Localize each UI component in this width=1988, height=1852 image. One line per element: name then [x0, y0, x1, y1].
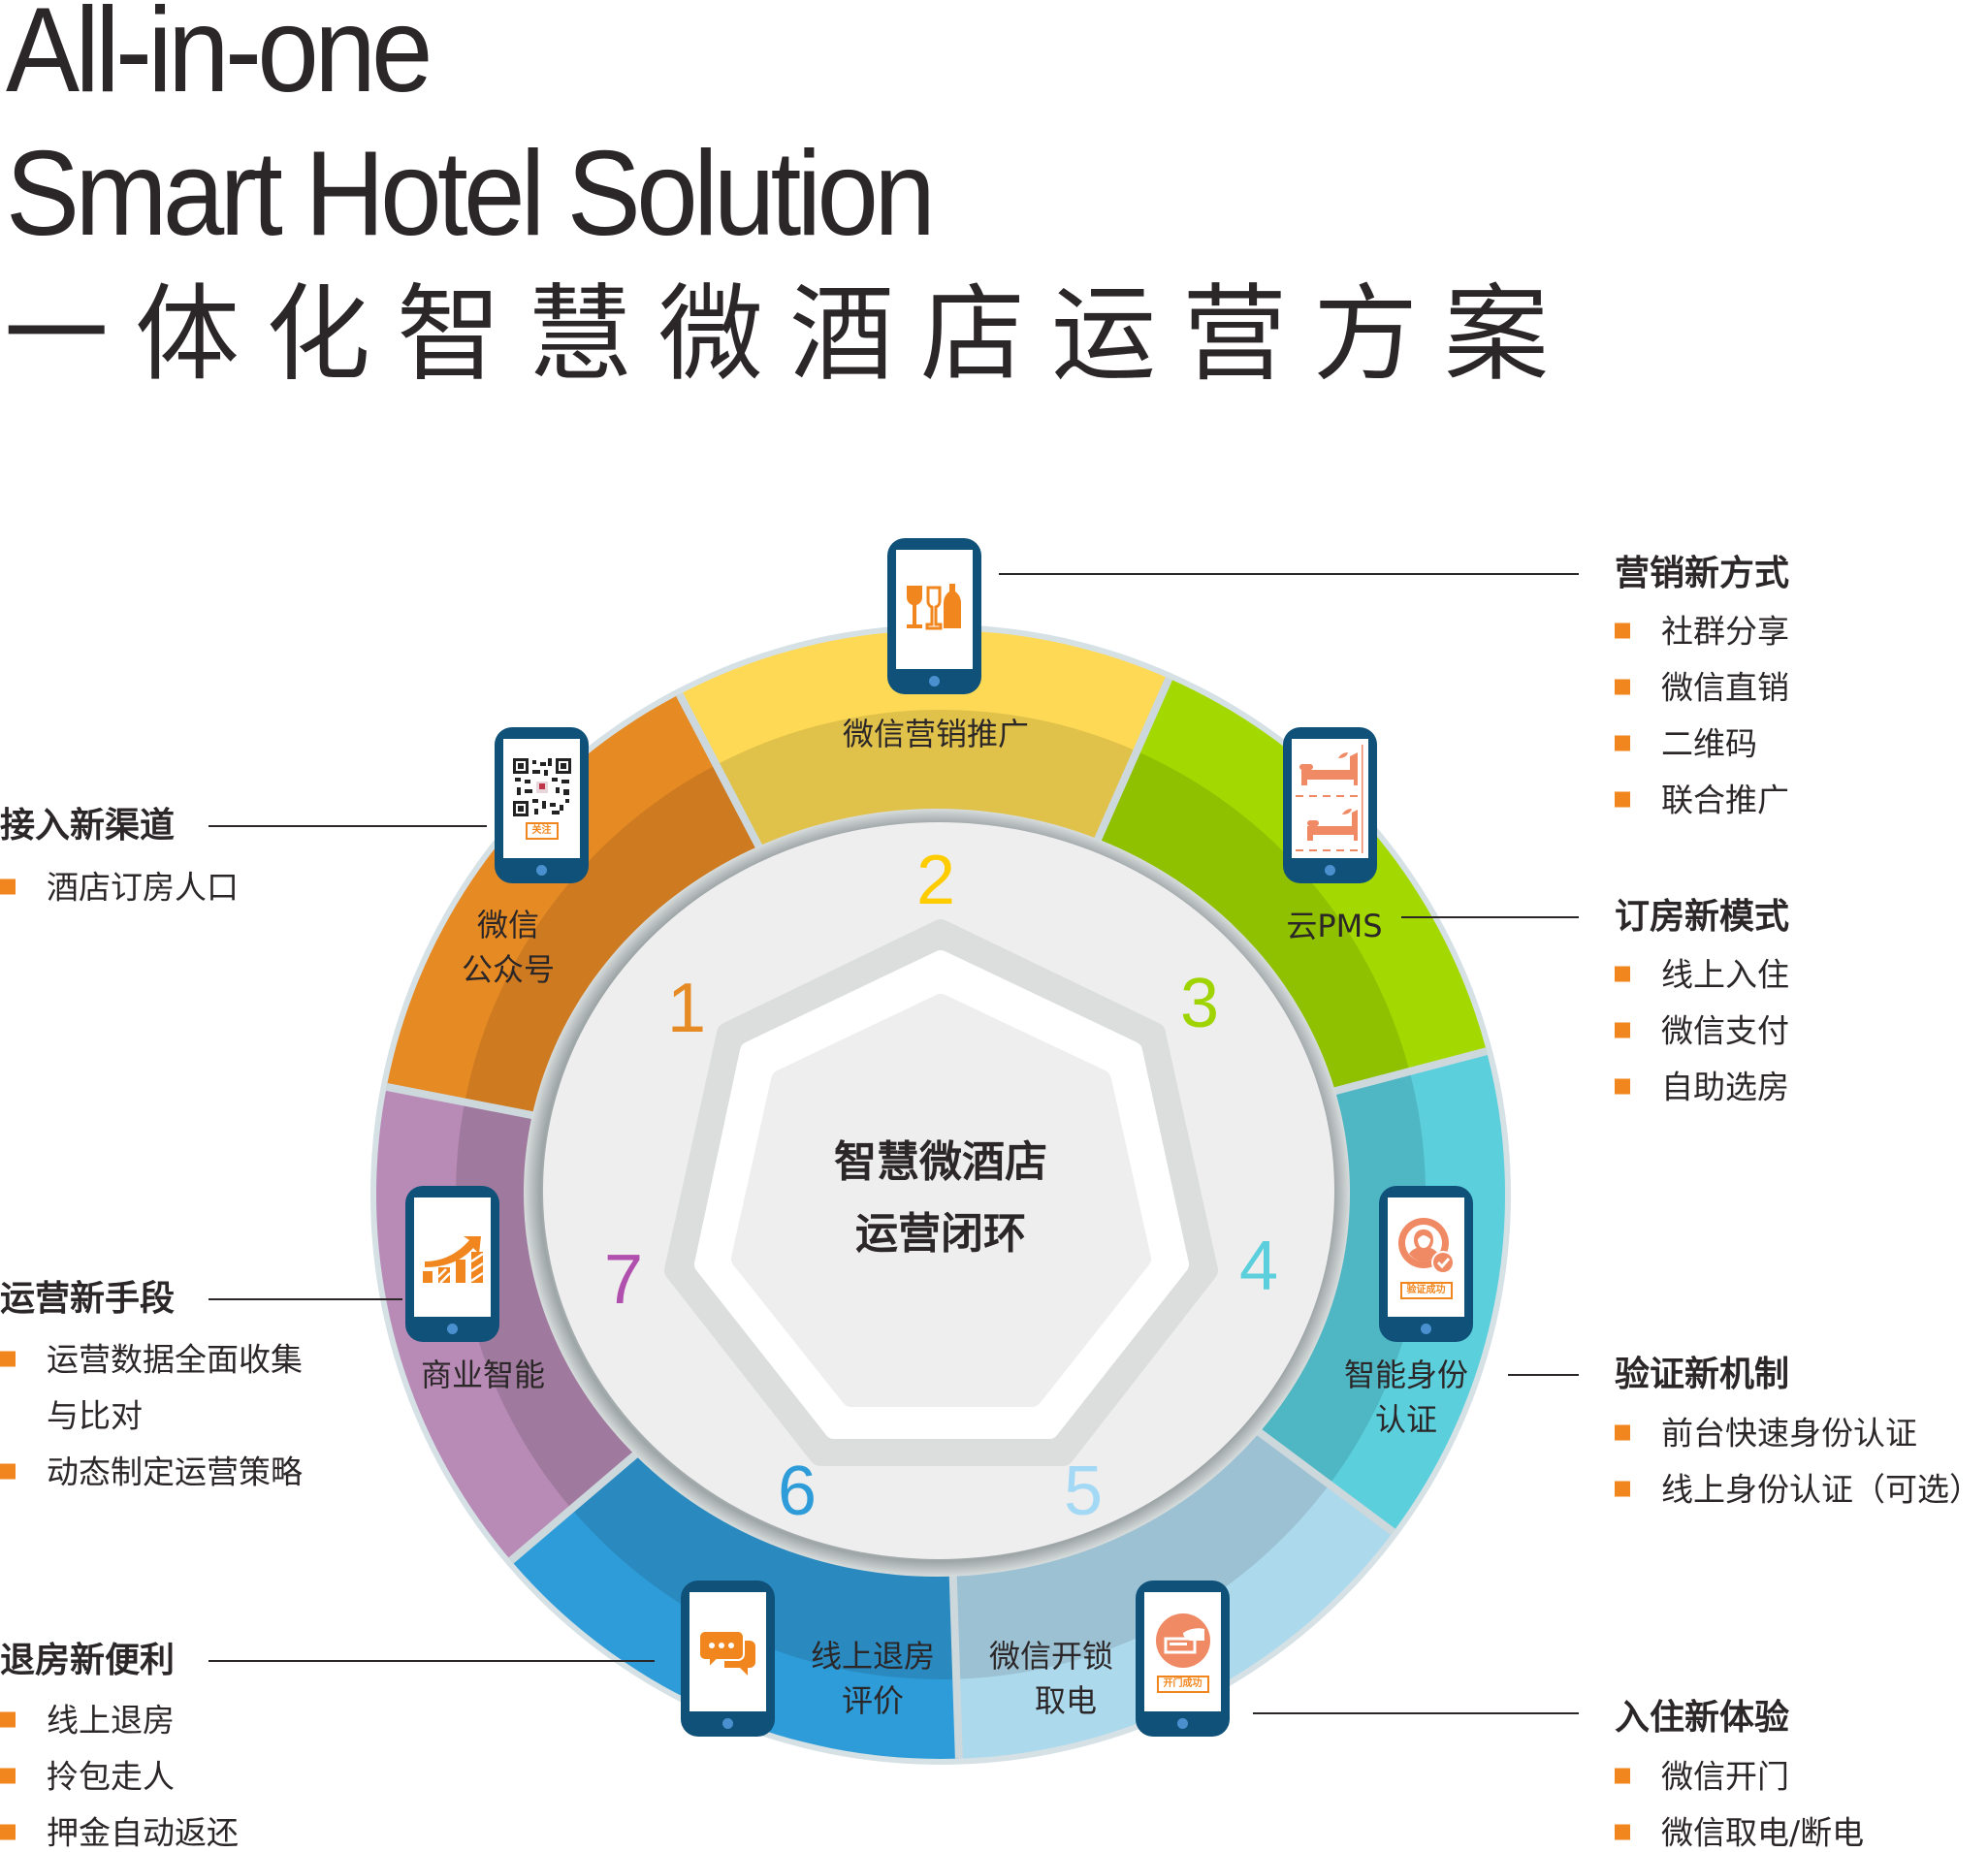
segment-number-6: 6	[777, 1453, 818, 1530]
segment-label-2: 微信营销推广	[842, 716, 1030, 752]
bullet-icon	[1615, 1078, 1630, 1094]
segment-label-1: 微信 公众号	[461, 907, 556, 988]
segment-number-1: 1	[666, 970, 707, 1047]
phone-identity: 验证成功	[1379, 1186, 1473, 1342]
heptagon-inner	[731, 994, 1151, 1407]
bullet-icon	[0, 1463, 16, 1479]
bullet-icon	[1615, 735, 1630, 750]
phone-pms	[1283, 727, 1377, 883]
group-heading: 接入新渠道	[0, 806, 176, 846]
list-item: 拎包走人	[0, 1761, 175, 1793]
segment-number-4: 4	[1238, 1228, 1279, 1305]
group-heading: 退房新便利	[0, 1641, 176, 1680]
phone-wine-promo	[887, 538, 981, 694]
bullet-icon	[1615, 623, 1630, 638]
list-item: 前台快速身份认证	[1615, 1418, 1917, 1450]
phone-qr-code: 关注	[495, 727, 589, 883]
list-item: 线上入住	[1615, 959, 1789, 991]
connector-operations	[208, 1298, 402, 1300]
group-heading: 入住新体验	[1615, 1698, 1790, 1738]
list-item: 微信开门	[1615, 1761, 1789, 1793]
connector-marketing	[999, 573, 1579, 575]
list-item: 联合推广	[1615, 784, 1789, 816]
group-heading: 运营新手段	[0, 1279, 176, 1319]
list-item: 微信取电/断电	[1615, 1817, 1864, 1849]
bullet-icon	[1615, 966, 1630, 981]
list-item: 微信直销	[1615, 672, 1789, 704]
segment-label-4: 智能身份 认证	[1343, 1357, 1469, 1438]
verify-success-tag: 验证成功	[1399, 1281, 1453, 1299]
connector-channel	[208, 825, 487, 827]
title-chinese: 一体化智慧微酒店运营方案	[4, 274, 1576, 396]
segment-number-7: 7	[603, 1241, 644, 1319]
key-card-icon	[1155, 1613, 1210, 1668]
bullet-icon	[1615, 679, 1630, 694]
segment-number-3: 3	[1179, 965, 1220, 1042]
center-title: 智慧微酒店 运营闭环	[834, 1127, 1047, 1270]
group-heading: 订房新模式	[1615, 897, 1790, 937]
list-item: 二维码	[1615, 728, 1757, 760]
follow-tag: 关注	[525, 821, 559, 840]
list-item-continuation: 与比对	[47, 1396, 143, 1435]
phone-unlock-power: 开门成功	[1136, 1581, 1230, 1737]
growth-chart-icon	[422, 1235, 484, 1284]
bullet-icon	[0, 878, 16, 894]
list-item: 酒店订房人口	[0, 872, 239, 904]
list-item: 押金自动返还	[0, 1817, 239, 1849]
bullet-icon	[1615, 1824, 1630, 1839]
verified-user-icon	[1397, 1217, 1455, 1274]
phone-checkout-review	[681, 1581, 775, 1737]
list-item: 动态制定运营策略	[0, 1456, 303, 1488]
center-title-line2: 运营闭环	[855, 1209, 1026, 1259]
list-item: 运营数据全面收集	[0, 1344, 303, 1376]
beds-icon	[1295, 744, 1363, 853]
center-title-line1: 智慧微酒店	[834, 1137, 1047, 1187]
list-item: 线上身份认证（可选）	[1615, 1474, 1981, 1506]
wine-glasses-bottle-icon	[906, 583, 961, 629]
bullet-icon	[1615, 1768, 1630, 1783]
bullet-icon	[1615, 1481, 1630, 1496]
bullet-icon	[1615, 1424, 1630, 1440]
bullet-icon	[1615, 1022, 1630, 1038]
chat-bubbles-icon	[698, 1629, 755, 1676]
connector-booking	[1401, 916, 1579, 918]
segment-number-5: 5	[1063, 1453, 1104, 1530]
bullet-icon	[0, 1824, 16, 1839]
group-heading: 验证新机制	[1615, 1355, 1790, 1394]
list-item: 社群分享	[1615, 616, 1789, 648]
connector-checkout	[208, 1660, 655, 1662]
connector-checkin	[1253, 1712, 1579, 1714]
door-open-success-tag: 开门成功	[1156, 1675, 1209, 1693]
bullet-icon	[0, 1768, 16, 1783]
bullet-icon	[0, 1351, 16, 1366]
segment-label-7: 商业智能	[420, 1357, 546, 1393]
title-english-line2: Smart Hotel Solution	[6, 127, 936, 261]
list-item: 线上退房	[0, 1705, 175, 1737]
bullet-icon	[1615, 791, 1630, 807]
title-english-line1: All-in-one	[6, 0, 433, 117]
qr-code-icon	[512, 757, 571, 816]
list-item: 微信支付	[1615, 1015, 1789, 1047]
phone-business-intelligence	[405, 1186, 499, 1342]
list-item: 自助选房	[1615, 1071, 1789, 1103]
segment-label-5: 微信开锁 取电	[988, 1638, 1114, 1719]
bullet-icon	[0, 1711, 16, 1727]
segment-number-2: 2	[915, 842, 956, 919]
group-heading: 营销新方式	[1615, 554, 1790, 593]
segment-label-6: 线上退房 评价	[810, 1638, 936, 1719]
connector-verification	[1508, 1374, 1579, 1376]
segment-label-3: 云PMS	[1286, 908, 1383, 944]
